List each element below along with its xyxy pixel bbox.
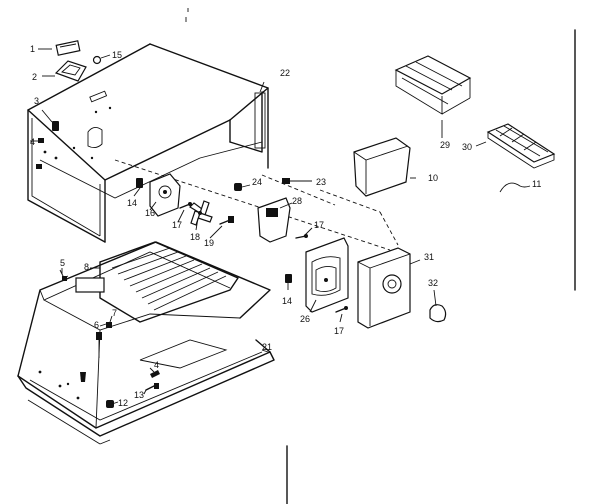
part-21-base-pan <box>17 241 275 445</box>
part-28-bracket <box>257 197 291 243</box>
part-4-screws <box>30 138 44 169</box>
part-15-screw <box>92 54 111 65</box>
callout-9: 9 <box>80 372 85 382</box>
part-29-rack <box>394 55 472 138</box>
callout-28: 28 <box>292 196 302 206</box>
callout-17a: 17 <box>172 220 182 230</box>
part-14-grommet-right <box>285 274 292 283</box>
part-1-strip <box>38 40 81 56</box>
callout-21: 21 <box>262 342 272 352</box>
part-11-wire <box>499 182 531 193</box>
callout-8: 8 <box>84 262 89 272</box>
callout-10: 10 <box>428 173 438 183</box>
callout-13: 13 <box>134 390 144 400</box>
part-19-screw <box>219 216 234 225</box>
part-17-screw-right <box>295 234 308 239</box>
part-4-heater-clip <box>150 370 160 378</box>
callout-19: 19 <box>204 238 214 248</box>
part-23-screw <box>282 178 312 184</box>
callout-6: 6 <box>94 320 99 330</box>
part-2-cover <box>42 60 87 82</box>
callout-18: 18 <box>190 232 200 242</box>
part-6-tube <box>96 332 102 358</box>
part-13-screw <box>145 383 159 391</box>
callout-3: 3 <box>34 96 39 106</box>
callout-17b: 17 <box>314 220 324 230</box>
callout-23: 23 <box>316 177 326 187</box>
part-8-evaporator <box>75 241 239 323</box>
callout-4a: 4 <box>30 137 35 147</box>
part-26-fan-shroud <box>305 237 349 313</box>
part-9-drain <box>80 372 86 382</box>
part-12-fitting <box>106 400 114 408</box>
part-17-screw-left <box>179 202 192 209</box>
part-30-ice-tray <box>486 123 556 169</box>
callout-16: 16 <box>145 208 155 218</box>
callout-1: 1 <box>30 44 35 54</box>
callout-2: 2 <box>32 72 37 82</box>
callout-labels: 1 2 15 22 3 4 14 16 17 18 19 24 23 28 17… <box>30 44 541 408</box>
callout-15: 15 <box>112 50 122 60</box>
callout-32: 32 <box>428 278 438 288</box>
freezer-liner-part-22 <box>27 43 269 243</box>
callout-12: 12 <box>118 398 128 408</box>
callout-31: 31 <box>424 252 434 262</box>
callout-30: 30 <box>462 142 472 152</box>
part-24-clip <box>234 183 242 191</box>
callout-14a: 14 <box>127 198 137 208</box>
part-31-damper-housing <box>357 247 411 329</box>
callout-5: 5 <box>60 258 65 268</box>
callout-24: 24 <box>252 177 262 187</box>
callout-14b: 14 <box>282 296 292 306</box>
callout-17c: 17 <box>334 326 344 336</box>
callout-4b: 4 <box>154 360 159 370</box>
callout-26: 26 <box>300 314 310 324</box>
part-10-ice-bin <box>353 137 411 197</box>
part-5-clip <box>59 269 69 281</box>
callout-29: 29 <box>440 140 450 150</box>
callout-22: 22 <box>280 68 290 78</box>
callout-7: 7 <box>112 308 117 318</box>
top-mark <box>185 8 189 22</box>
part-17-screw-bottom <box>335 306 348 313</box>
callout-11: 11 <box>532 179 541 189</box>
part-18-fan-blade <box>189 200 213 226</box>
part-14-grommet-left <box>136 178 143 188</box>
part-16-fan-bracket <box>149 173 181 217</box>
leader-lines <box>61 81 487 405</box>
part-3-fastener <box>41 109 59 131</box>
part-7-fitting <box>106 322 112 328</box>
part-32-knob <box>429 289 447 323</box>
